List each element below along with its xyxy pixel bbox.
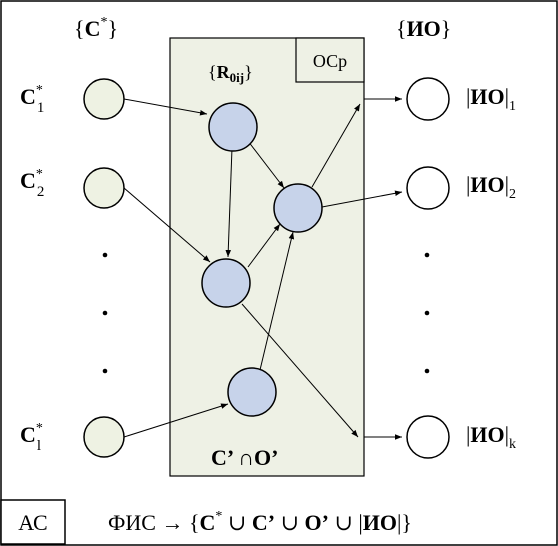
input-node-1 — [83, 78, 125, 120]
svg-text:ФИС → {C* ∪ C’ ∪ O’ ∪ |ИО|}: ФИС → {C* ∪ C’ ∪ O’ ∪ |ИО|} — [108, 509, 412, 535]
process-box-tag — [295, 37, 365, 83]
input-node-l — [83, 416, 125, 458]
system-label: АС — [18, 510, 47, 535]
output-ellipsis — [424, 252, 430, 374]
input-label-l: C*l — [20, 421, 43, 454]
process-box-label: ОСр — [313, 51, 347, 71]
formula: ФИС → {C* ∪ C’ ∪ O’ ∪ |ИО|} — [108, 509, 412, 535]
output-node-1 — [406, 77, 450, 121]
edge-r1-to-r3 — [225, 147, 233, 258]
input-ellipsis — [102, 252, 108, 374]
edge-r2-to-out1 — [311, 103, 361, 188]
relation-node-r4 — [227, 367, 277, 417]
relation-node-r1 — [208, 102, 258, 152]
input-node-2 — [83, 167, 125, 209]
edge-r3-to-outk — [241, 303, 359, 438]
relation-node-r3 — [201, 258, 251, 308]
edge-in1-to-r1 — [123, 98, 208, 116]
svg-text:{ИО}: {ИО} — [396, 16, 451, 41]
edge-inl-to-r4 — [123, 403, 229, 438]
output-set-label: {ИО} — [396, 16, 451, 41]
edge-in2-to-r3 — [123, 187, 211, 263]
svg-text:{C*}: {C*} — [74, 15, 118, 41]
output-node-k — [406, 415, 450, 459]
output-node-2 — [406, 166, 450, 210]
svg-text:C*l: C*l — [20, 421, 43, 454]
edges — [123, 96, 403, 440]
system-label-box — [0, 499, 66, 545]
intersection-label: C’ ∩O’ — [211, 445, 278, 470]
edge-r2-to-out2 — [321, 190, 403, 208]
edge-r1-to-r2 — [247, 140, 285, 189]
relation-node-r2 — [273, 183, 323, 233]
edge-r3-to-r2 — [247, 223, 281, 268]
edge-r4-to-r2 — [259, 231, 295, 371]
input-set-label: {C*} — [74, 15, 118, 41]
svg-text:C’ ∩O’: C’ ∩O’ — [211, 445, 278, 470]
